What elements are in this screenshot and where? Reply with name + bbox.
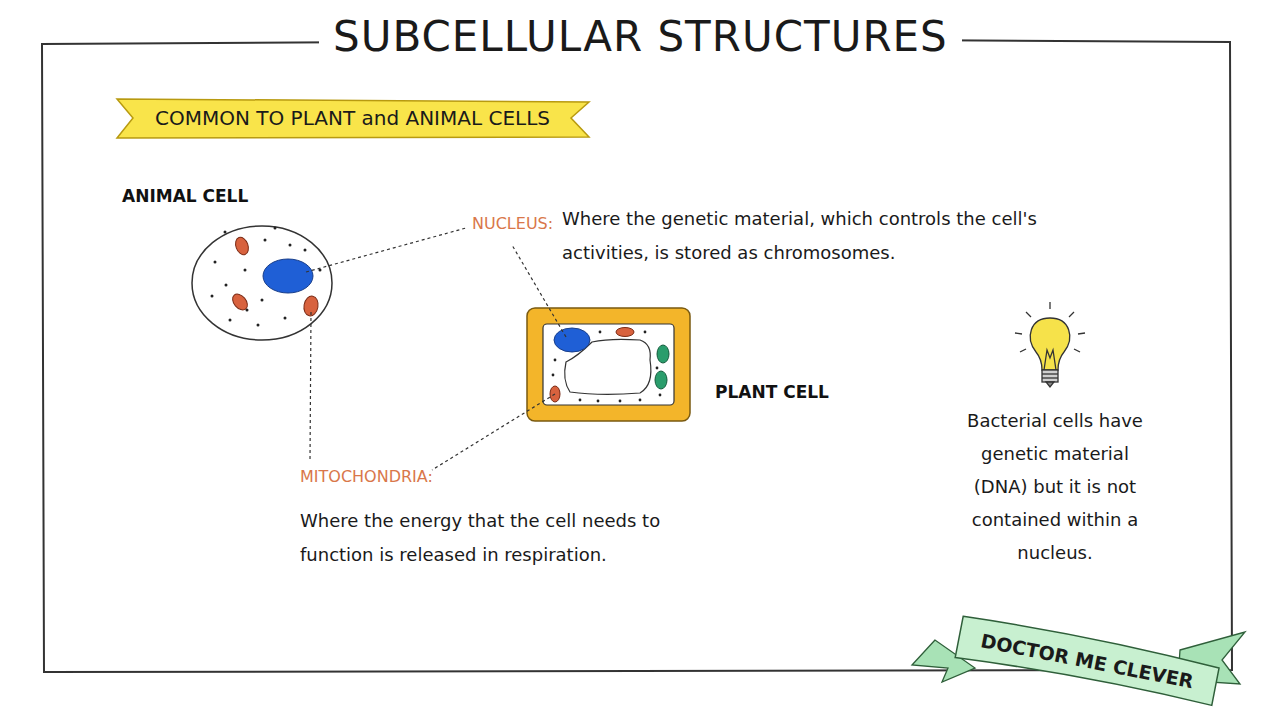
diagram-title: SUBCELLULAR STRUCTURES (319, 12, 962, 61)
lightbulb-icon (1015, 302, 1085, 387)
cell-label: PLANT CELL (715, 382, 829, 402)
part-name: NUCLEUS: (472, 214, 553, 233)
part-name: MITOCHONDRIA: (300, 467, 433, 486)
banner-outline (117, 99, 589, 138)
heading-banner: COMMON TO PLANT and ANIMAL CELLS (115, 96, 591, 140)
cell-label: ANIMAL CELL (122, 186, 248, 206)
node-text-group: COMMON TO PLANT and ANIMAL CELLS (155, 106, 550, 130)
animal-cell (192, 226, 332, 340)
node-text: COMMON TO PLANT and ANIMAL CELLS (155, 106, 550, 130)
frame (42, 40, 1232, 672)
leader-lines (306, 228, 566, 470)
part-description: Where the energy that the cell needs to … (300, 504, 730, 572)
part-description: Where the genetic material, which contro… (562, 202, 1082, 270)
note-text: Bacterial cells have genetic material (D… (955, 404, 1155, 569)
ribbon-outline (955, 614, 1220, 708)
plant-cell (527, 308, 690, 421)
brand-ribbon: DOCTOR ME CLEVER (953, 612, 1222, 710)
